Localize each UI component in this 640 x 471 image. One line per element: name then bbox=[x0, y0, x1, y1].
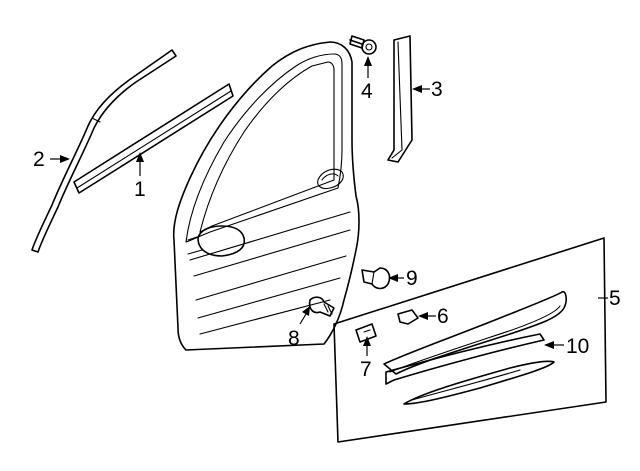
part-3-applique bbox=[387, 35, 413, 163]
callout-4: 4 bbox=[361, 80, 373, 103]
callout-5: 5 bbox=[609, 287, 621, 310]
callout-7: 7 bbox=[360, 358, 372, 381]
callout-3: 3 bbox=[431, 78, 443, 101]
callout-8: 8 bbox=[288, 327, 300, 350]
part-1-belt-molding bbox=[73, 83, 234, 194]
door-panel bbox=[172, 41, 360, 351]
part-8-bolt bbox=[308, 296, 335, 317]
part-4-screw bbox=[349, 35, 377, 55]
leader-lines bbox=[50, 56, 608, 356]
callout-1: 1 bbox=[134, 178, 146, 201]
callout-labels: 1 2 3 4 5 6 7 8 9 10 bbox=[33, 78, 621, 381]
callout-9: 9 bbox=[406, 267, 418, 290]
part-5-molding-assembly bbox=[333, 237, 607, 443]
part-2-frame-strip bbox=[31, 49, 177, 253]
callout-2: 2 bbox=[33, 148, 45, 171]
callout-10: 10 bbox=[566, 335, 589, 358]
callout-6: 6 bbox=[437, 305, 449, 328]
part-9-push-clip bbox=[361, 267, 391, 290]
